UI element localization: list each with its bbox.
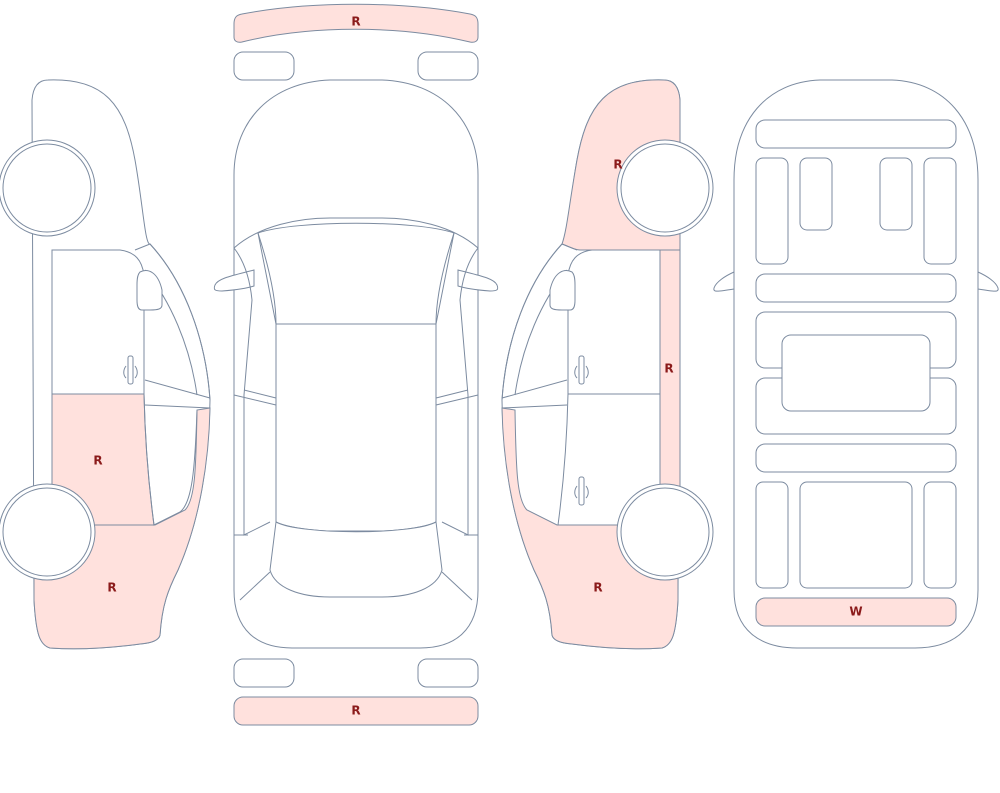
left-front-door-outline (51, 249, 145, 395)
interior-left-mirror[interactable] (713, 271, 735, 292)
trunk-line-right (441, 571, 473, 601)
right-front-fender-damage-marker: R (613, 158, 622, 172)
right-a-pillar (501, 243, 578, 401)
right-front-door-outline (567, 249, 661, 395)
left-front-handle-recess (123, 365, 138, 379)
right-rear-trim[interactable] (923, 481, 957, 589)
right-taillight[interactable] (417, 658, 479, 688)
cargo-floor[interactable] (799, 481, 913, 589)
left-mirror[interactable] (136, 270, 163, 311)
left-front-door-handle[interactable] (127, 355, 134, 385)
right-headlight[interactable] (417, 51, 479, 81)
right-b-pillar-top (435, 389, 479, 536)
left-rear-quarter-damage-marker: R (107, 581, 116, 595)
right-b-pillar (501, 379, 568, 409)
top-view: R R (213, 3, 499, 726)
trunk-damage-marker: W (849, 605, 862, 619)
front-bumper-damage-marker: R (351, 15, 360, 29)
dashboard[interactable] (755, 119, 957, 149)
left-mirror-top[interactable] (213, 269, 255, 292)
center-console[interactable] (781, 334, 931, 412)
left-rear-wheel[interactable] (2, 487, 92, 577)
right-side-view: R R R (501, 79, 714, 650)
front-bumper[interactable] (233, 3, 479, 43)
left-rear-trim[interactable] (755, 481, 789, 589)
hood-line (233, 217, 479, 249)
right-rocker-damage-marker: R (664, 362, 673, 376)
trunk-line-left (239, 571, 271, 601)
left-a-pillar (134, 243, 211, 401)
roof[interactable] (275, 323, 437, 532)
right-rear-door-handle[interactable] (578, 476, 585, 506)
right-front-wheel[interactable] (620, 143, 710, 233)
right-front-door-trim[interactable] (923, 157, 957, 265)
windshield[interactable] (257, 222, 455, 325)
rear-bumper[interactable] (233, 696, 479, 726)
right-rear-quarter-damage-marker: R (593, 581, 602, 595)
interior-view: W (713, 79, 999, 649)
left-b-pillar (144, 379, 211, 409)
rear-window[interactable] (269, 521, 443, 598)
left-taillight[interactable] (233, 658, 295, 688)
left-front-door-trim[interactable] (755, 157, 789, 265)
left-headlight[interactable] (233, 51, 295, 81)
trunk-area[interactable] (755, 597, 957, 627)
left-front-wheel[interactable] (2, 143, 92, 233)
right-rear-door-outline (557, 393, 661, 526)
left-rear-door-damage-marker: R (93, 454, 102, 468)
rear-seat-row[interactable] (755, 443, 957, 473)
driver-seat[interactable] (799, 157, 833, 231)
right-front-handle-recess (574, 365, 589, 379)
interior-right-mirror[interactable] (977, 271, 999, 292)
right-front-door-handle[interactable] (578, 355, 585, 385)
right-rear-handle-recess (574, 485, 589, 499)
left-side-view: R R (0, 79, 211, 650)
front-seat-row[interactable] (755, 273, 957, 303)
right-side-windows-top (435, 232, 479, 536)
left-b-pillar-top (233, 389, 277, 536)
left-rear-door-window-line (143, 393, 198, 526)
right-rear-quarter-panel[interactable] (501, 407, 679, 650)
left-side-windows-top (233, 232, 277, 536)
right-mirror[interactable] (549, 270, 576, 311)
right-mirror-top[interactable] (457, 269, 499, 292)
rear-bumper-damage-marker: R (351, 704, 360, 718)
right-rear-wheel[interactable] (620, 487, 710, 577)
passenger-seat[interactable] (879, 157, 913, 231)
